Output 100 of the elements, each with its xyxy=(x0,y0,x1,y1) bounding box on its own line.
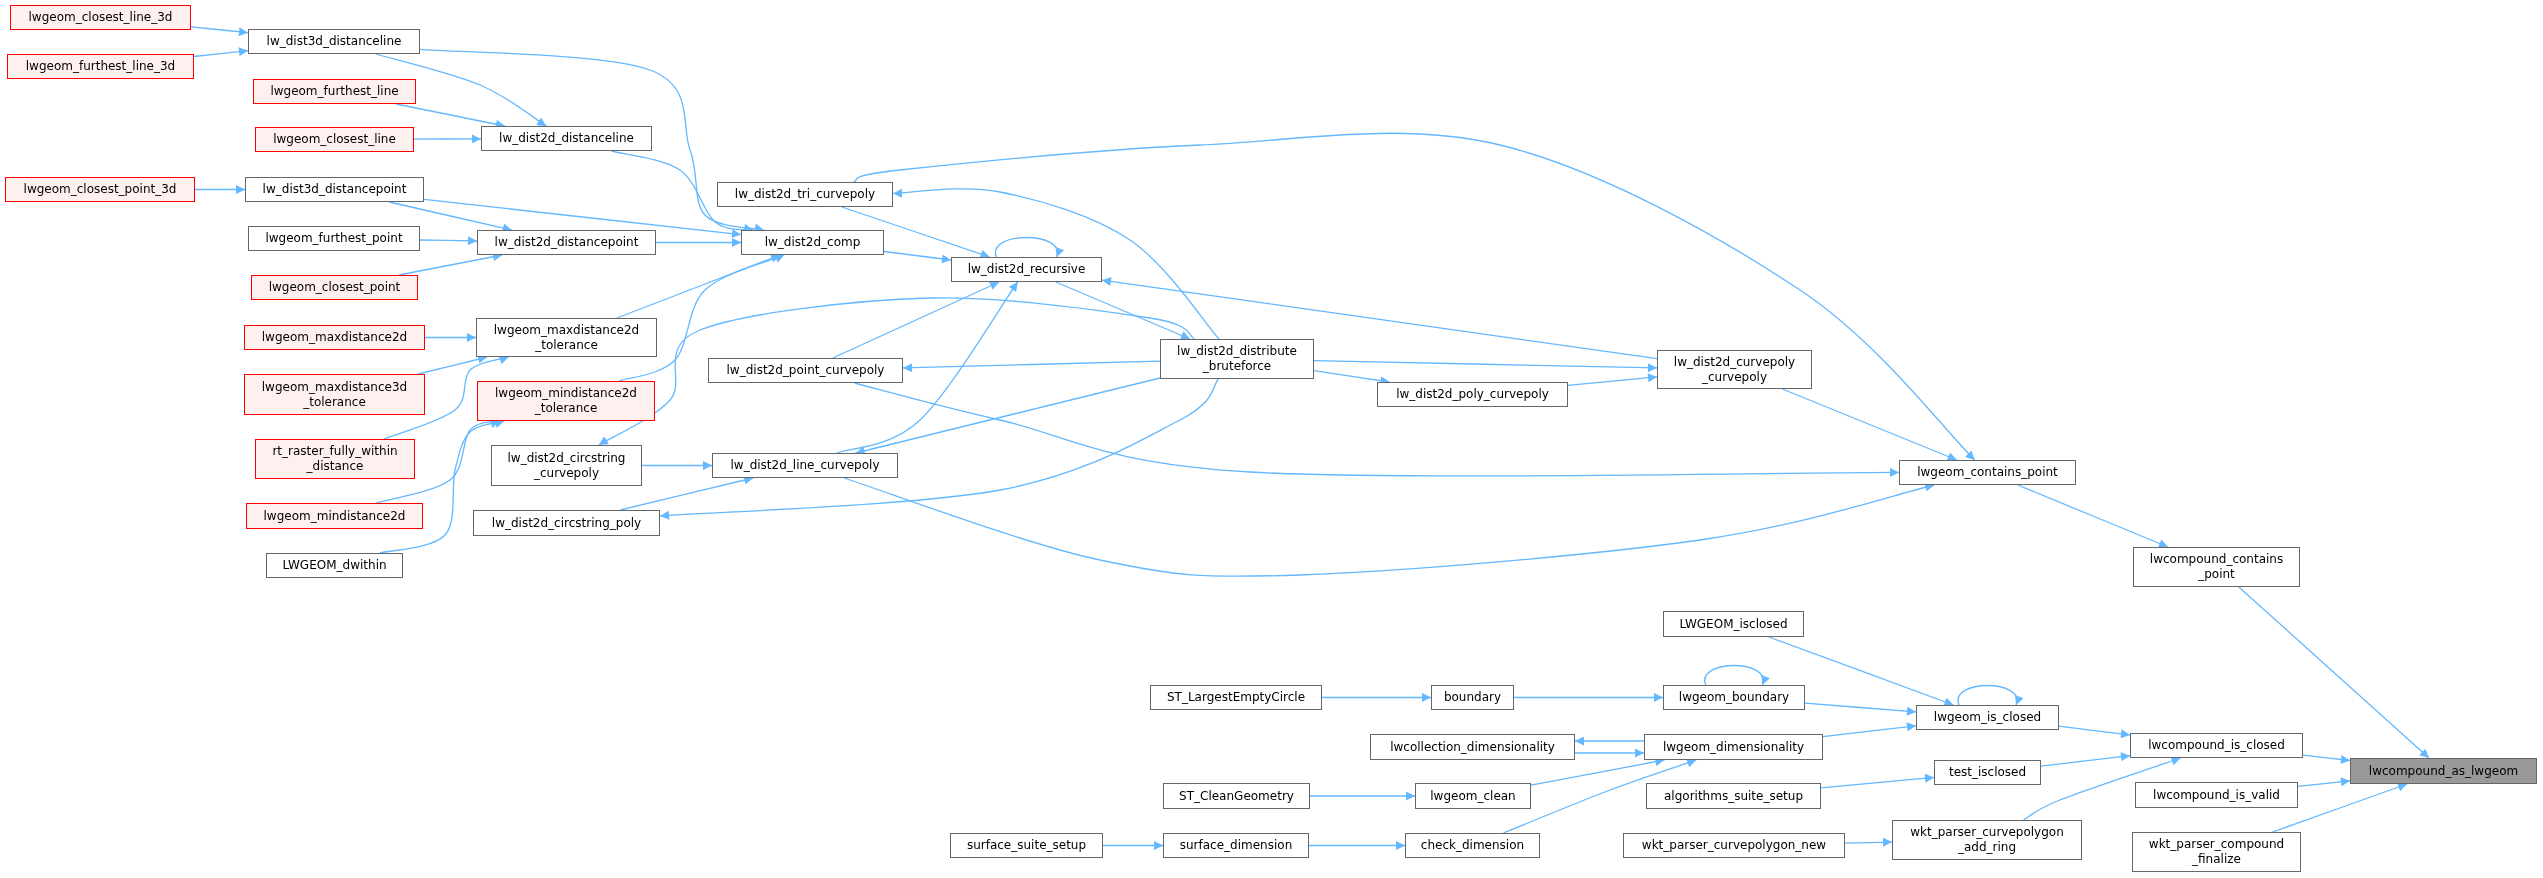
function-name: lw_dist2d_comp xyxy=(764,235,861,250)
arrow xyxy=(1513,693,1664,702)
function-box xyxy=(741,230,884,255)
function-box xyxy=(477,381,655,421)
arrow xyxy=(2040,752,2131,767)
arrow xyxy=(835,281,1019,454)
function-name: lw_dist2d_distanceline xyxy=(499,131,634,146)
function-box xyxy=(1415,783,1531,809)
function-box xyxy=(1370,734,1575,760)
arrow xyxy=(2302,754,2351,764)
arrow xyxy=(994,236,1063,258)
function-name: check_dimension xyxy=(1420,838,1525,853)
function-box xyxy=(255,127,414,152)
function-name: rt_raster_fully_within _distance xyxy=(271,444,399,474)
function-name: surface_dimension xyxy=(1179,838,1293,853)
function-box xyxy=(1646,783,1821,809)
function-box xyxy=(712,453,898,478)
function-box xyxy=(1405,833,1540,858)
arrow xyxy=(1768,636,1955,707)
function-name: LWGEOM_isclosed xyxy=(1679,616,1788,632)
function-box xyxy=(7,54,194,79)
function-box xyxy=(248,29,420,54)
function-box xyxy=(2130,733,2303,758)
function-box xyxy=(477,230,656,255)
function-name: lwgeom_maxdistance3d _tolerance xyxy=(260,379,409,410)
function-name: lwgeom_contains_point xyxy=(1917,465,2058,480)
function-box xyxy=(253,79,416,104)
function-name: lwcompound_is_valid xyxy=(2153,787,2280,803)
function-name: lwgeom_closest_point_3d xyxy=(23,182,177,197)
function-name: lwcollection_dimensionality xyxy=(1390,739,1555,755)
arrow xyxy=(1102,841,1164,850)
function-box xyxy=(1377,382,1568,407)
arrow xyxy=(413,134,482,144)
function-name: lwgeom_clean xyxy=(1430,788,1516,804)
function-name: algorithms_suite_setup xyxy=(1664,788,1803,804)
arrow xyxy=(641,461,713,470)
arrow xyxy=(902,360,1161,373)
function-box xyxy=(491,445,642,486)
function-box xyxy=(1163,783,1310,809)
function-box xyxy=(1160,339,1314,379)
function-box xyxy=(708,358,903,383)
function-name: lwgeom_mindistance2d xyxy=(263,508,406,524)
function-name: lw_dist2d_poly_curvepoly xyxy=(1396,387,1549,402)
function-name: lwcompound_as_lwgeom xyxy=(2368,763,2519,779)
function-name: lwgeom_maxdistance2d _tolerance xyxy=(492,322,641,353)
arrow xyxy=(841,206,991,259)
arrow xyxy=(190,26,249,37)
function-name: surface_suite_setup xyxy=(966,838,1087,853)
function-name: wkt_parser_curvepolygon_new xyxy=(1641,838,1827,853)
function-box xyxy=(476,318,657,357)
function-box xyxy=(2133,547,2300,587)
function-box xyxy=(246,503,423,529)
arrow xyxy=(883,250,952,264)
arrow xyxy=(852,132,1976,461)
function-name: lw_dist2d_distribute _bruteforce xyxy=(1176,344,1298,374)
arrow xyxy=(1567,373,1658,387)
function-name: lw_dist2d_circstring _curvepoly xyxy=(506,450,627,481)
function-box xyxy=(1892,820,2082,860)
function-name: lw_dist3d_distanceline xyxy=(266,34,402,49)
arrow xyxy=(659,378,1219,520)
arrow xyxy=(1704,664,1769,686)
function-box xyxy=(1150,685,1322,710)
arrow xyxy=(2022,756,2182,821)
function-name: lwcompound_is_closed xyxy=(2148,738,2285,753)
arrow xyxy=(1822,722,1917,738)
arrow xyxy=(892,188,1220,340)
arrow xyxy=(1101,277,1658,360)
function-name: lw_dist2d_point_curvepoly xyxy=(726,363,885,378)
function-box xyxy=(266,553,403,578)
arrow xyxy=(1313,359,1658,373)
function-name: lw_dist2d_curvepoly _curvepoly xyxy=(1672,354,1797,385)
function-box xyxy=(1657,350,1812,389)
function-name: lwgeom_dimensionality xyxy=(1662,739,1805,755)
function-name: lwcompound_contains _point xyxy=(2148,552,2285,582)
function-box xyxy=(1934,760,2041,785)
function-name: lwgeom_is_closed xyxy=(1933,710,2042,725)
function-box xyxy=(1899,460,2076,485)
arrow xyxy=(2271,782,2408,833)
function-box xyxy=(1644,734,1823,760)
arrow xyxy=(1957,684,2022,706)
function-name: lw_dist2d_tri_curvepoly xyxy=(734,187,876,202)
arrow xyxy=(419,236,478,246)
function-box xyxy=(1623,833,1845,858)
function-box xyxy=(2350,758,2537,784)
arrow xyxy=(423,198,742,239)
arrow xyxy=(2017,484,2169,548)
function-name: LWGEOM_dwithin xyxy=(282,558,387,573)
function-name: lw_dist3d_distancepoint xyxy=(262,182,407,197)
arrow xyxy=(843,477,1935,577)
function-name: lwgeom_closest_line_3d xyxy=(28,10,173,25)
function-name: lwgeom_maxdistance2d xyxy=(261,330,408,345)
function-name: boundary xyxy=(1443,690,1502,705)
arrow xyxy=(1321,693,1432,702)
function-box xyxy=(248,226,420,251)
function-name: lwgeom_mindistance2d _tolerance xyxy=(494,386,638,416)
function-box xyxy=(1431,685,1514,710)
function-name: lwgeom_furthest_line_3d xyxy=(25,59,176,74)
function-box xyxy=(255,439,415,479)
function-name: lw_dist2d_line_curvepoly xyxy=(730,458,880,473)
function-name: lwgeom_boundary xyxy=(1678,690,1790,705)
